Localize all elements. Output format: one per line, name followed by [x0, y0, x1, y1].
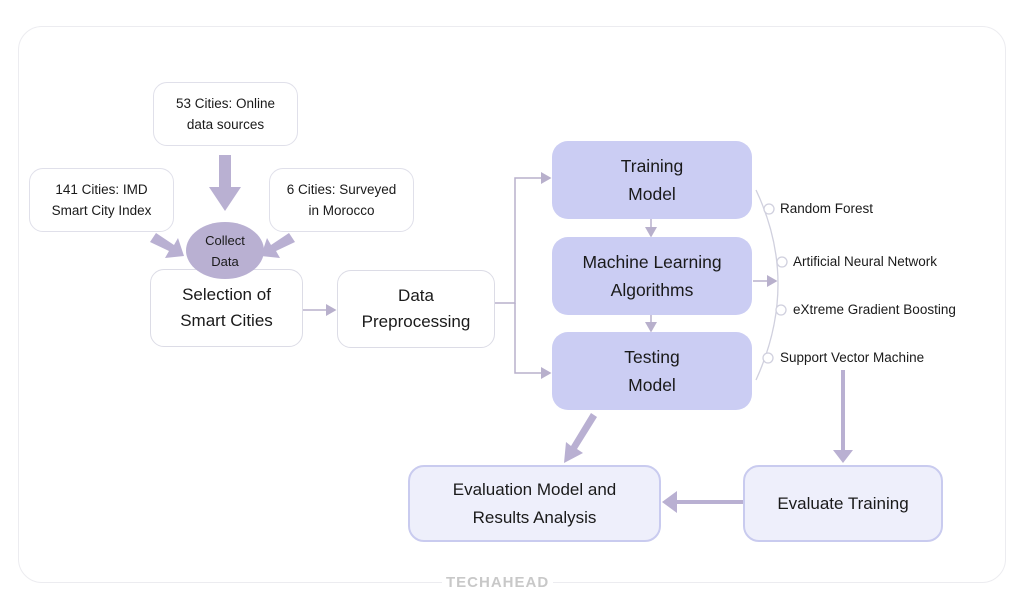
ml-algorithms-label: Machine Learning Algorithms	[582, 252, 722, 300]
testing-model-node: Testing Model	[552, 332, 752, 410]
preprocessing-label: Data Preprocessing	[361, 286, 471, 331]
arrow-testing-to-evaluation	[564, 413, 597, 463]
bullet-icon	[763, 203, 775, 215]
algorithm-svm: Support Vector Machine	[780, 350, 925, 365]
evaluate-training-node: Evaluate Training	[743, 465, 943, 542]
source-online: 53 Cities: Online data sources	[153, 82, 298, 146]
algorithm-random-forest: Random Forest	[780, 201, 874, 216]
arrow-preprocessing-to-training	[494, 172, 552, 304]
training-label: Training Model	[620, 156, 684, 204]
training-model-node: Training Model	[552, 141, 752, 219]
bullet-icon	[762, 352, 774, 364]
testing-label: Testing Model	[624, 347, 680, 395]
algorithms-bracket	[755, 189, 779, 381]
selection-label: Selection of Smart Cities	[180, 285, 273, 330]
preprocessing-node: Data Preprocessing	[337, 270, 495, 348]
brand-logo: TECHAHEAD	[442, 574, 554, 591]
bullet-icon	[776, 256, 788, 268]
evaluation-model-label: Evaluation Model and Results Analysis	[452, 479, 617, 527]
evaluate-training-label: Evaluate Training	[777, 493, 909, 513]
source-online-label: 53 Cities: Online data sources	[175, 96, 276, 132]
selection-node: Selection of Smart Cities	[150, 269, 303, 347]
source-morocco-label: 6 Cities: Surveyed in Morocco	[286, 182, 397, 218]
source-imd-label: 141 Cities: IMD Smart City Index	[51, 182, 152, 218]
collect-data-label: Collect Data	[205, 232, 245, 269]
arrow-preprocessing-to-testing	[514, 303, 552, 379]
arrow-morocco-to-collect	[261, 233, 295, 258]
arrow-evaluate-to-evaluation	[662, 491, 743, 513]
source-morocco: 6 Cities: Surveyed in Morocco	[269, 168, 414, 232]
arrow-imd-to-collect	[150, 233, 184, 258]
evaluation-model-node: Evaluation Model and Results Analysis	[408, 465, 661, 542]
arrow-online-to-collect	[209, 155, 241, 211]
algorithm-ann: Artificial Neural Network	[793, 254, 938, 269]
algorithm-xgboost: eXtreme Gradient Boosting	[793, 302, 956, 317]
source-imd: 141 Cities: IMD Smart City Index	[29, 168, 174, 232]
arrow-svm-to-evaluate	[833, 370, 853, 463]
ml-algorithms-node: Machine Learning Algorithms	[552, 237, 752, 315]
collect-data-node: Collect Data	[186, 222, 264, 279]
bullet-icon	[775, 304, 787, 316]
